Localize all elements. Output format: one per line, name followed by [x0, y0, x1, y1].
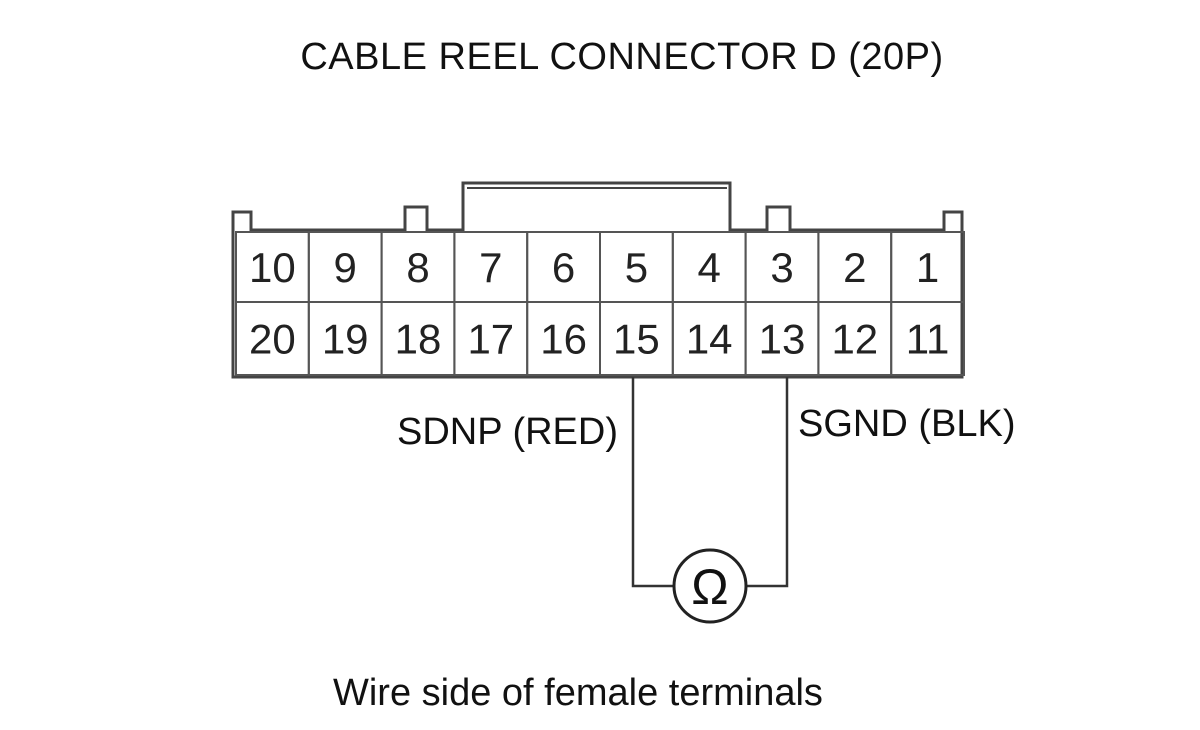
pin-number-8: 8 — [406, 244, 429, 291]
diagram-title: CABLE REEL CONNECTOR D (20P) — [300, 36, 944, 78]
pin-number-16: 16 — [540, 316, 587, 363]
probe-wire-left — [631, 377, 674, 588]
pin-number-4: 4 — [698, 244, 721, 291]
ohmmeter-icon: Ω — [672, 548, 748, 624]
probe-wire-right — [745, 377, 789, 588]
pin-number-13: 13 — [759, 316, 806, 363]
pin-number-12: 12 — [831, 316, 878, 363]
pin-number-18: 18 — [395, 316, 442, 363]
pin-cell-11 — [890, 301, 966, 376]
sdnp-wire-label: SDNP (RED) — [397, 411, 618, 453]
pin-number-19: 19 — [322, 316, 369, 363]
pin-number-3: 3 — [770, 244, 793, 291]
sgnd-wire-label: SGND (BLK) — [798, 403, 1016, 445]
pin-number-6: 6 — [552, 244, 575, 291]
pin-number-17: 17 — [467, 316, 514, 363]
pin-number-5: 5 — [625, 244, 648, 291]
pin-number-10: 10 — [249, 244, 296, 291]
pin-number-14: 14 — [686, 316, 733, 363]
ohmmeter-symbol: Ω — [691, 559, 728, 615]
pin-number-1: 1 — [916, 244, 939, 291]
pin-number-7: 7 — [479, 244, 502, 291]
pin-number-2: 2 — [843, 244, 866, 291]
pin-number-15: 15 — [613, 316, 660, 363]
pin-number-9: 9 — [334, 244, 357, 291]
diagram-caption: Wire side of female terminals — [333, 672, 823, 714]
pin-number-11: 11 — [906, 316, 950, 363]
pin-number-20: 20 — [249, 316, 296, 363]
